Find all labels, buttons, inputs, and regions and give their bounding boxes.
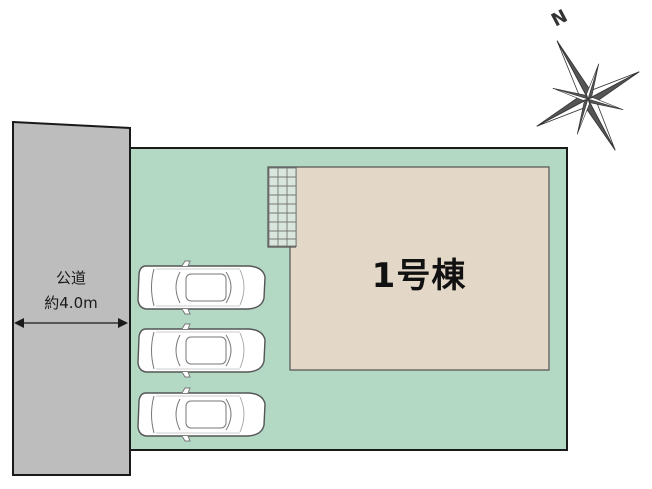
parked-car	[137, 387, 266, 442]
parked-car	[137, 323, 266, 378]
road-width-arrow	[14, 318, 128, 328]
entrance-grid	[268, 167, 297, 247]
compass-rose-icon	[536, 40, 640, 151]
public-road	[12, 120, 131, 476]
road-label-line2: 約4.0m	[44, 294, 98, 312]
building-footprint	[267, 166, 550, 371]
road-label-line1: 公道	[55, 269, 86, 287]
parked-car	[137, 260, 266, 315]
building-label: 1号棟	[371, 256, 467, 296]
